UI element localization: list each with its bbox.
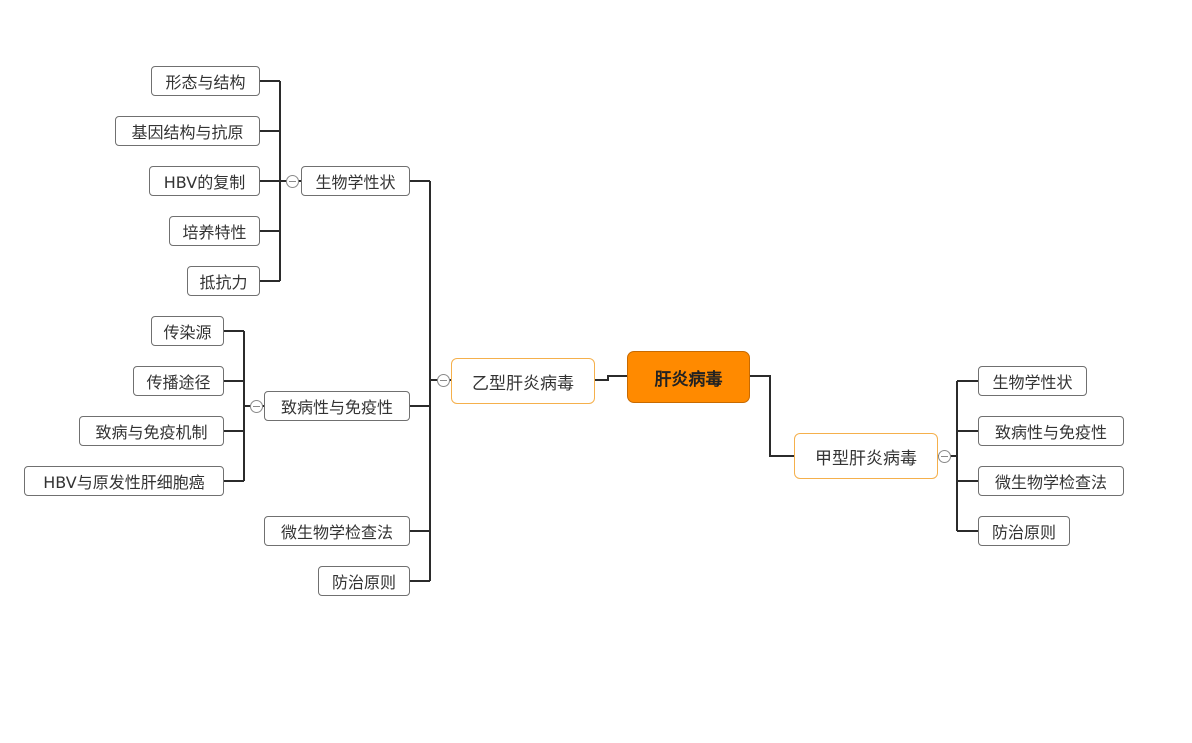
collapse-toggle-hav[interactable] — [938, 450, 951, 463]
collapse-toggle-hbv[interactable] — [437, 374, 450, 387]
leaf-hbv-bio-1[interactable]: 基因结构与抗原 — [115, 116, 260, 146]
topic-hbv-bio[interactable]: 生物学性状 — [301, 166, 410, 196]
collapse-toggle-hbv-patho[interactable] — [250, 400, 263, 413]
topic-hbv-patho[interactable]: 致病性与免疫性 — [264, 391, 410, 421]
branch-node-hav[interactable]: 甲型肝炎病毒 — [794, 433, 938, 479]
leaf-hbv-bio-2[interactable]: HBV的复制 — [149, 166, 260, 196]
leaf-hav-2[interactable]: 微生物学检查法 — [978, 466, 1124, 496]
leaf-hbv-patho-2[interactable]: 致病与免疫机制 — [79, 416, 224, 446]
branch-node-hbv[interactable]: 乙型肝炎病毒 — [451, 358, 595, 404]
topic-hbv-prev[interactable]: 防治原则 — [318, 566, 410, 596]
leaf-hbv-patho-1[interactable]: 传播途径 — [133, 366, 224, 396]
leaf-hbv-bio-0[interactable]: 形态与结构 — [151, 66, 260, 96]
leaf-hav-0[interactable]: 生物学性状 — [978, 366, 1087, 396]
leaf-hav-1[interactable]: 致病性与免疫性 — [978, 416, 1124, 446]
collapse-toggle-hbv-bio[interactable] — [286, 175, 299, 188]
root-node[interactable]: 肝炎病毒 — [627, 351, 750, 403]
leaf-hbv-bio-3[interactable]: 培养特性 — [169, 216, 260, 246]
leaf-hbv-bio-4[interactable]: 抵抗力 — [187, 266, 260, 296]
leaf-hbv-patho-0[interactable]: 传染源 — [151, 316, 224, 346]
leaf-hav-3[interactable]: 防治原则 — [978, 516, 1070, 546]
topic-hbv-micro[interactable]: 微生物学检查法 — [264, 516, 410, 546]
leaf-hbv-patho-3[interactable]: HBV与原发性肝细胞癌 — [24, 466, 224, 496]
